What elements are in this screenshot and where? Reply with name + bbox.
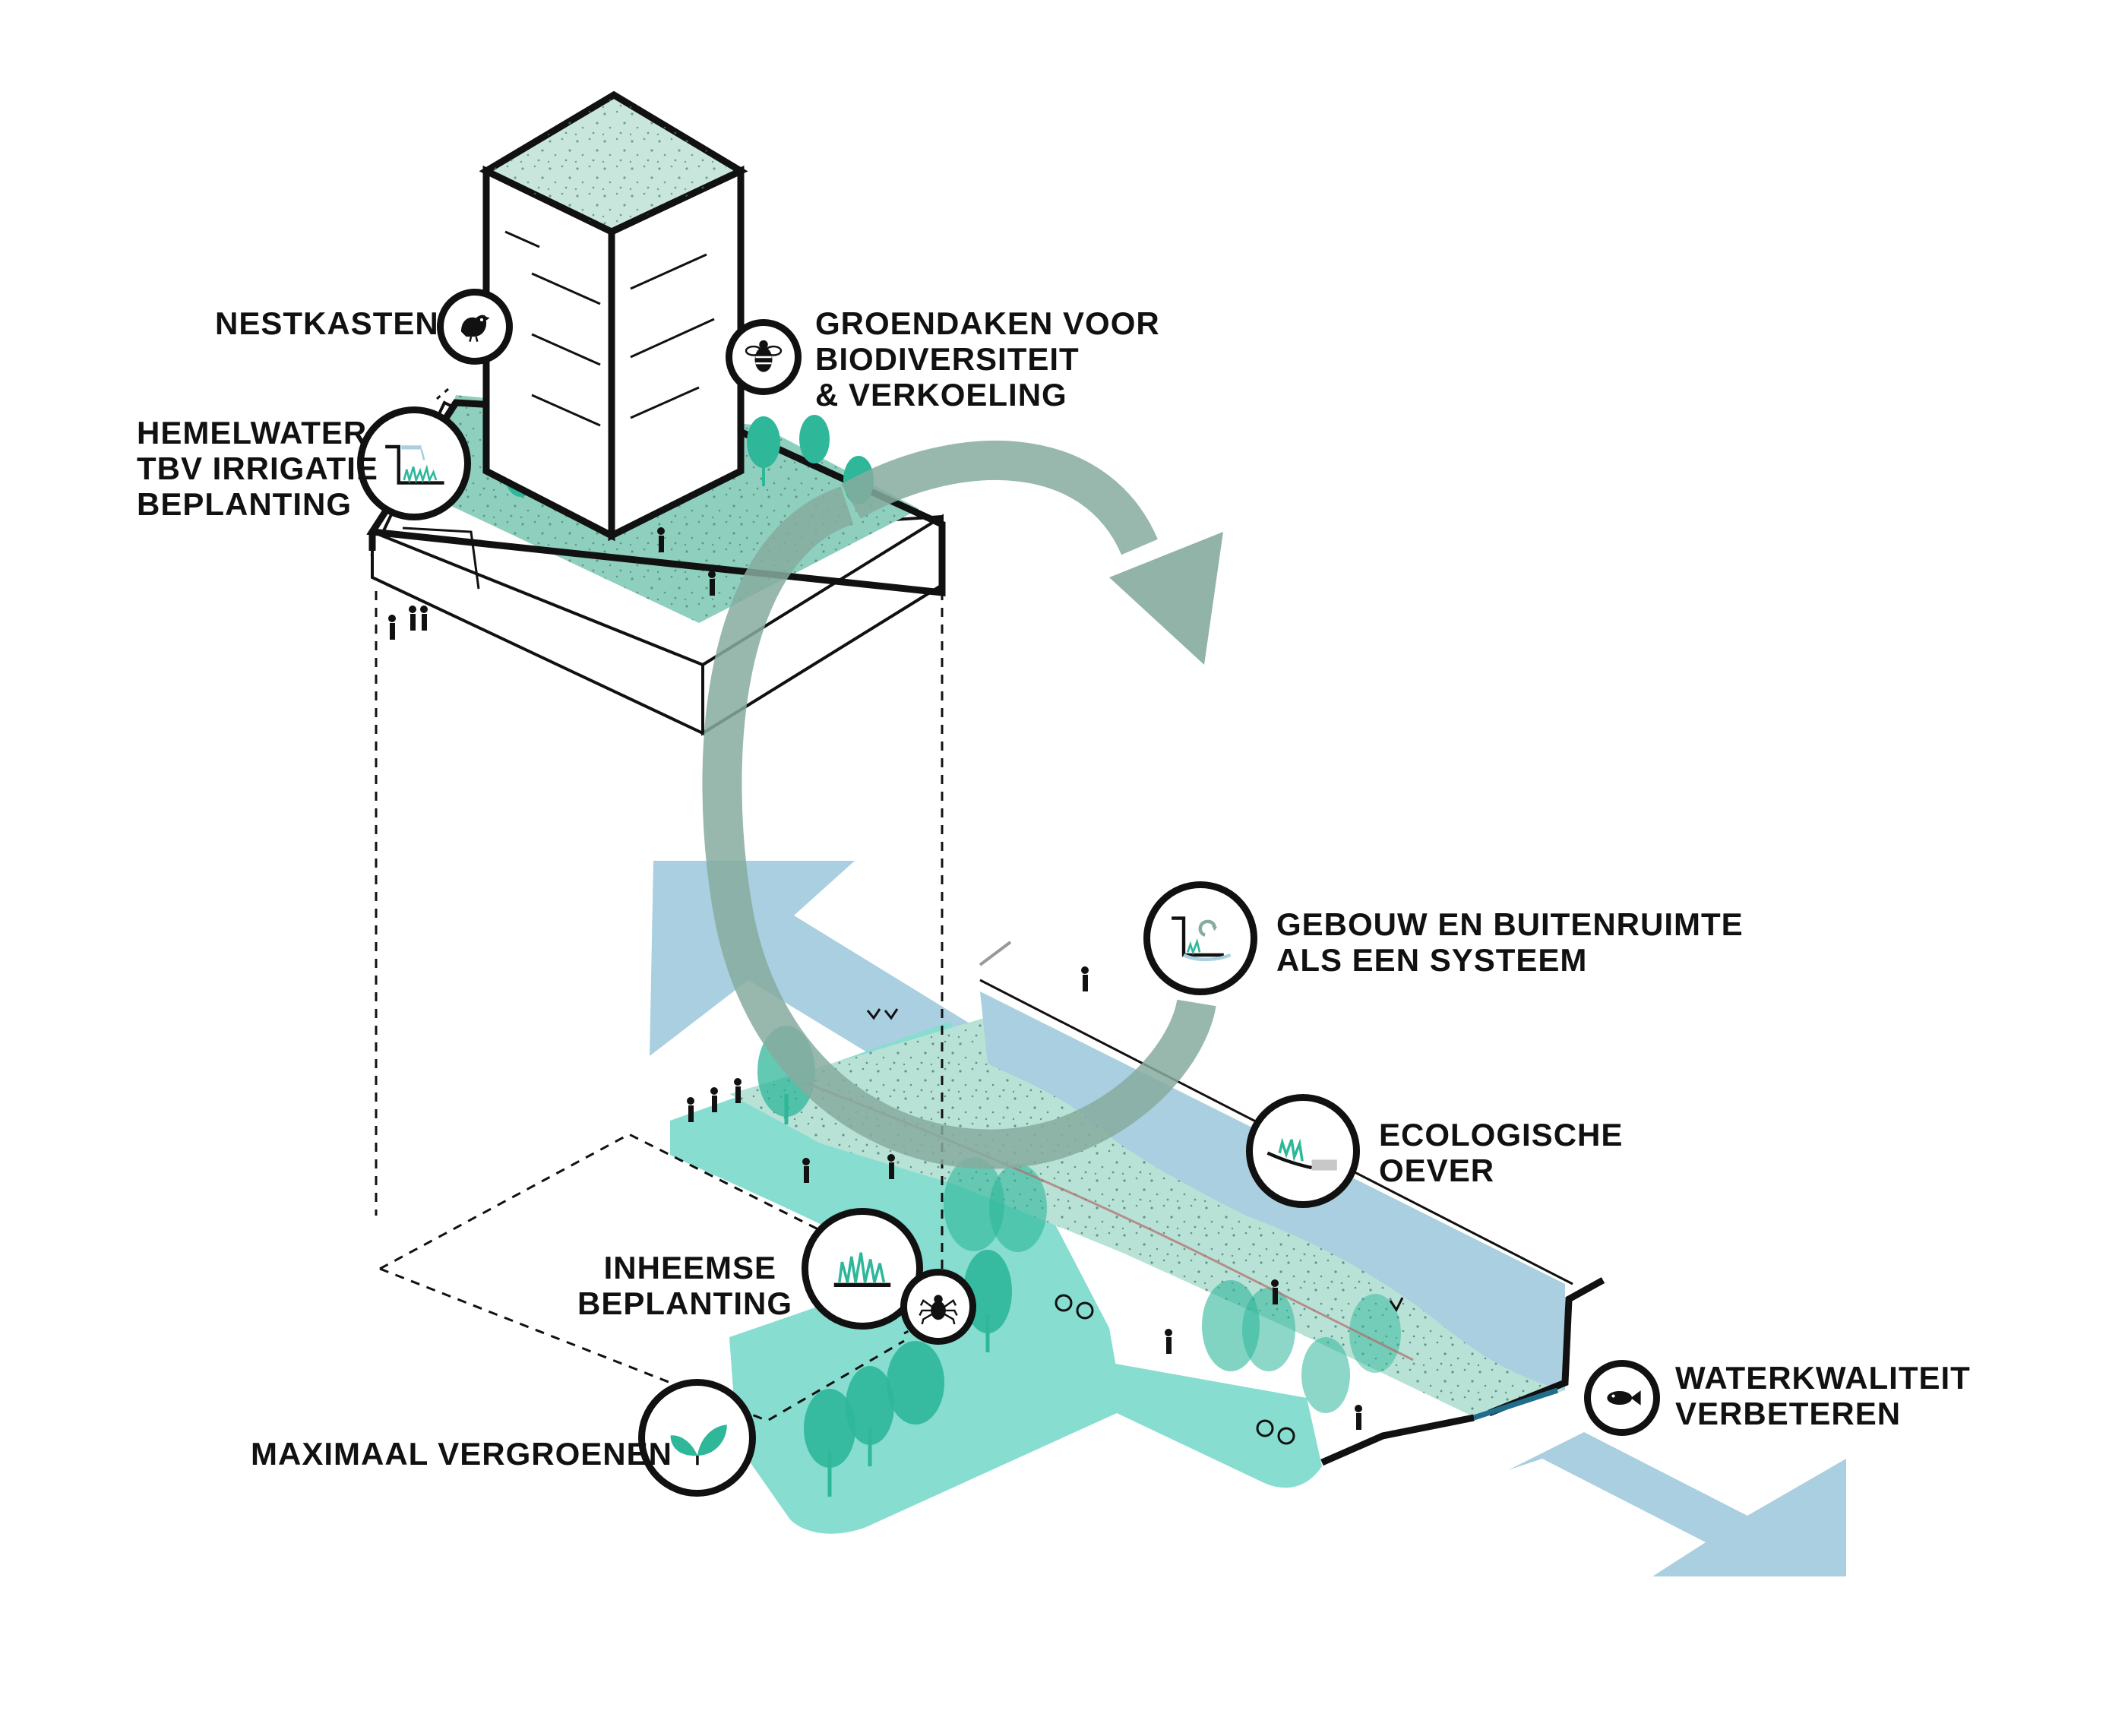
label-waterkwaliteit: WATERKWALITEIT VERBETEREN: [1675, 1360, 1971, 1431]
label-inheemse-line-1: INHEEMSE: [603, 1250, 776, 1285]
people-silhouettes: [388, 527, 1362, 1430]
label-hemelwater-line-3: BEPLANTING: [137, 486, 352, 522]
tower-building: [479, 90, 748, 542]
label-hemelwater-line-1: HEMELWATER: [137, 415, 368, 451]
label-ecologische-line-2: OEVER: [1379, 1153, 1495, 1188]
cyclists: [1055, 1294, 1295, 1445]
bird-icon: [437, 289, 513, 365]
label-hemelwater: HEMELWATER TBV IRRIGATIE BEPLANTING: [137, 415, 378, 522]
label-nestkasten: NESTKASTEN: [215, 305, 439, 341]
label-gebouw-line-2: ALS EEN SYSTEEM: [1276, 942, 1588, 978]
canal-water-edge: [1472, 1387, 1559, 1421]
label-groendaken-line-1: GROENDAKEN VOOR: [815, 305, 1160, 341]
label-inheemse: INHEEMSE BEPLANTING: [577, 1250, 792, 1321]
label-groendaken-line-3: & VERKOELING: [815, 377, 1067, 413]
leader-lines: [436, 387, 935, 1335]
building-landscape-cycle-icon: [1143, 881, 1257, 995]
label-groendaken: GROENDAKEN VOOR BIODIVERSITEIT & VERKOEL…: [815, 305, 1160, 413]
leaves-icon: [638, 1379, 756, 1497]
label-inheemse-line-2: BEPLANTING: [577, 1285, 792, 1321]
label-gebouw: GEBOUW EN BUITENRUIMTE ALS EEN SYSTEEM: [1276, 906, 1744, 978]
birds: [866, 1008, 1404, 1312]
label-waterkwaliteit-line-2: VERBETEREN: [1675, 1396, 1902, 1431]
label-ecologische-line-1: ECOLOGISCHE: [1379, 1117, 1624, 1153]
bee-icon: [726, 319, 802, 395]
spider-icon: [900, 1269, 976, 1345]
ecological-bank-icon: [1246, 1094, 1360, 1208]
green-plaza: [729, 1261, 1322, 1534]
native-grass-icon: [802, 1208, 923, 1330]
rainwater-planter-icon: [357, 406, 471, 520]
label-groendaken-line-2: BIODIVERSITEIT: [815, 341, 1080, 377]
fish-icon: [1584, 1360, 1660, 1436]
ground-edge-line: [1320, 1414, 1475, 1466]
label-waterkwaliteit-line-1: WATERKWALITEIT: [1675, 1360, 1971, 1396]
system-cycle-arrow: [702, 440, 1223, 1169]
label-ecologische: ECOLOGISCHE OEVER: [1379, 1117, 1623, 1188]
label-vergroenen: MAXIMAAL VERGROENEN: [251, 1436, 672, 1472]
label-gebouw-line-1: GEBOUW EN BUITENRUIMTE: [1276, 906, 1744, 942]
canal-corner-line: [979, 941, 1012, 966]
park-trees: [757, 1026, 1401, 1497]
water-flow-arrow-lower: [1508, 1432, 1846, 1576]
label-hemelwater-line-2: TBV IRRIGATIE: [137, 451, 378, 486]
